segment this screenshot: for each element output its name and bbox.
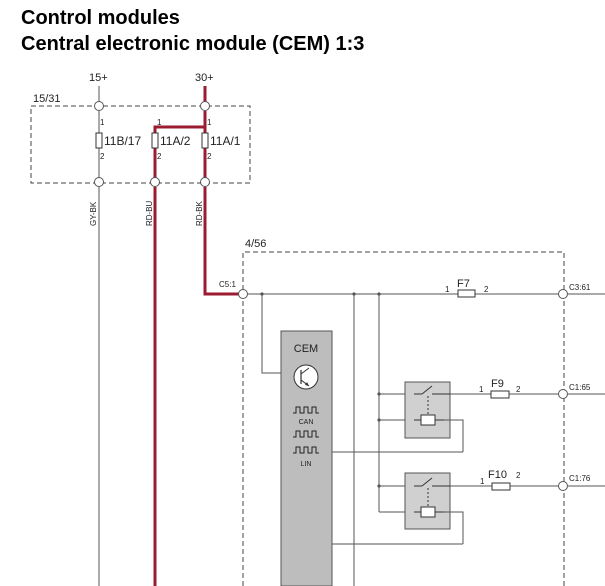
wire-relay1-coil-out <box>444 419 464 452</box>
fuse-11b17-pin-bottom: 2 <box>100 152 105 161</box>
connector-c5-1-label: C5:1 <box>219 280 236 289</box>
wire-relay2-coil-out <box>444 511 464 544</box>
fuse-11a1-body <box>201 132 209 149</box>
wire-fuse-11a2 <box>153 125 205 178</box>
fuse-11a2-label: 11A/2 <box>160 134 191 148</box>
fuse-f7-body <box>457 289 476 298</box>
wire-rd-bk <box>203 187 239 296</box>
fuse-f10-pin-left: 1 <box>480 477 485 486</box>
fuse-11a2-pin-bottom: 2 <box>157 152 162 161</box>
fuse-f10-label: F10 <box>488 469 507 481</box>
relay-2-coil <box>420 506 436 518</box>
wire-cem-supply <box>261 294 281 374</box>
transistor-collector <box>300 367 310 375</box>
page-subtitle: Central electronic module (CEM) 1:3 <box>21 33 365 55</box>
fuse-f9-pin-right: 2 <box>516 385 521 394</box>
module-id: 4/56 <box>245 238 266 250</box>
connector-c3-61 <box>558 289 568 299</box>
fuse-box-boundary <box>30 105 251 184</box>
fuse-f7-pin-left: 1 <box>445 285 450 294</box>
lin-label: LIN <box>301 461 312 468</box>
terminal-30-top <box>200 101 210 111</box>
terminal-15-top <box>94 101 104 111</box>
can-signal-icon-2 <box>293 430 319 438</box>
wire-label-rd-bu: RD-BU <box>145 200 154 226</box>
fuse-11b17-pin-top: 1 <box>100 118 105 127</box>
fuse-11a1-label: 11A/1 <box>210 134 241 148</box>
supply-30-label: 30+ <box>195 72 214 84</box>
fuse-f9-body <box>490 390 510 399</box>
can-label: CAN <box>299 419 314 426</box>
terminal-11b17-out <box>94 177 104 187</box>
connector-c1-76 <box>558 481 568 491</box>
can-signal-icon <box>293 406 319 414</box>
connector-c3-61-label: C3:61 <box>569 283 591 292</box>
fuse-11a2-body <box>151 132 159 149</box>
supply-15-label: 15+ <box>89 72 108 84</box>
relay-2-switch <box>421 477 433 487</box>
fuse-f10-body <box>491 482 511 491</box>
connector-c1-65-label: C1:65 <box>569 383 591 392</box>
terminal-11a2-out <box>150 177 160 187</box>
fuse-11a1-pin-top: 1 <box>207 118 212 127</box>
fuse-11b17-body <box>95 132 103 149</box>
wire-label-rd-bk: RD-BK <box>195 200 204 226</box>
transistor-arrow <box>305 382 309 386</box>
terminal-11a1-out <box>200 177 210 187</box>
page-title: Control modules <box>21 7 180 29</box>
fuse-box-id: 15/31 <box>33 93 61 105</box>
cem-label: CEM <box>294 343 318 355</box>
wire-label-gy-bk: GY-BK <box>89 201 98 226</box>
fuse-f7-pin-right: 2 <box>484 285 489 294</box>
relay-1-switch <box>421 385 433 395</box>
fuse-11a1-pin-bottom: 2 <box>207 152 212 161</box>
transistor-icon <box>293 364 319 390</box>
fuse-f9-pin-left: 1 <box>479 385 484 394</box>
lin-signal-icon <box>293 446 319 454</box>
fuse-11a2-pin-top: 1 <box>157 118 162 127</box>
fuse-f7-label: F7 <box>457 278 470 290</box>
connector-c1-76-label: C1:76 <box>569 474 591 483</box>
relay-1-coil <box>420 414 436 426</box>
fuse-f10-pin-right: 2 <box>516 471 521 480</box>
connector-c1-65 <box>558 389 568 399</box>
fuse-f9-label: F9 <box>491 378 504 390</box>
fuse-11b17-label: 11B/17 <box>104 134 141 148</box>
relay-1 <box>404 381 451 439</box>
connector-c5-1 <box>238 289 248 299</box>
